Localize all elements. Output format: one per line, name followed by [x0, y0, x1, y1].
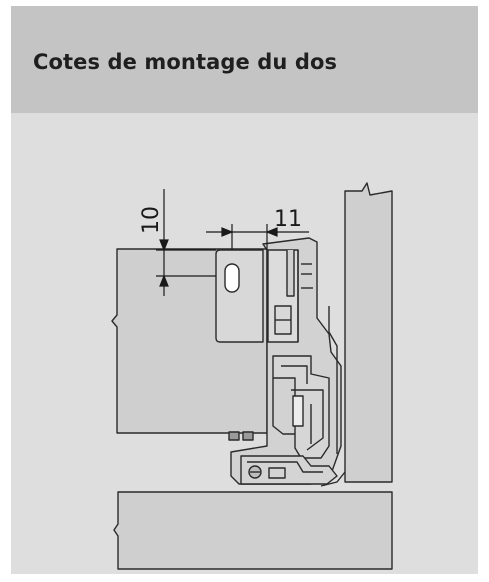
cabinet-side-panel: [344, 182, 393, 483]
header-bar: Cotes de montage du dos: [11, 6, 478, 113]
hinge-cap: [286, 250, 295, 297]
bottom-panel: [113, 491, 393, 570]
mounting-diagram: 10 11: [111, 182, 393, 570]
mounting-plate: [215, 249, 264, 343]
dimension-10-arrow-bottom: [159, 274, 169, 287]
figure-frame: Cotes de montage du dos: [11, 6, 478, 574]
dimension-11-arrow-right: [265, 227, 278, 237]
dimension-10-label: 10: [139, 206, 164, 234]
hinge-base: [240, 455, 338, 485]
dimension-11-arrow-left: [221, 227, 234, 237]
dimension-11-label: 11: [274, 207, 302, 232]
dimension-10-arrow-top: [159, 239, 169, 252]
mounting-slot: [224, 263, 240, 293]
page-title: Cotes de montage du dos: [33, 50, 338, 74]
